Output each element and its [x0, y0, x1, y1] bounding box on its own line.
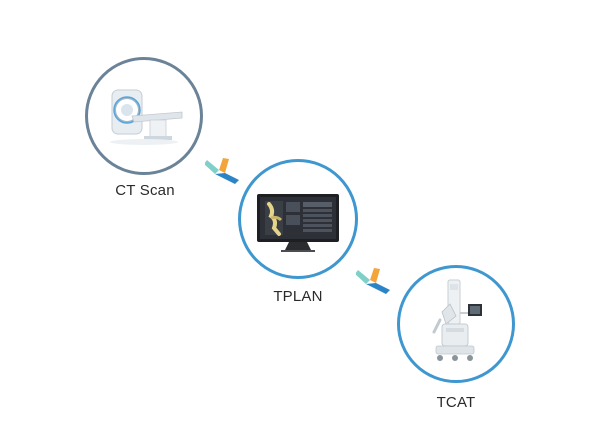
- tcat-label: TCAT: [436, 394, 476, 411]
- chevron-arrow-icon: [356, 268, 390, 294]
- tplan-node: [238, 159, 358, 279]
- robotic-system-icon: [432, 279, 482, 361]
- ct-scanner-icon: [110, 89, 183, 145]
- planning-monitor-icon: [257, 194, 339, 252]
- tcat-node: [397, 265, 515, 383]
- ct-scan-label: CT Scan: [115, 182, 175, 199]
- chevron-arrow-icon: [205, 158, 239, 184]
- tplan-label: TPLAN: [273, 288, 323, 305]
- ct-scan-node: [85, 57, 203, 175]
